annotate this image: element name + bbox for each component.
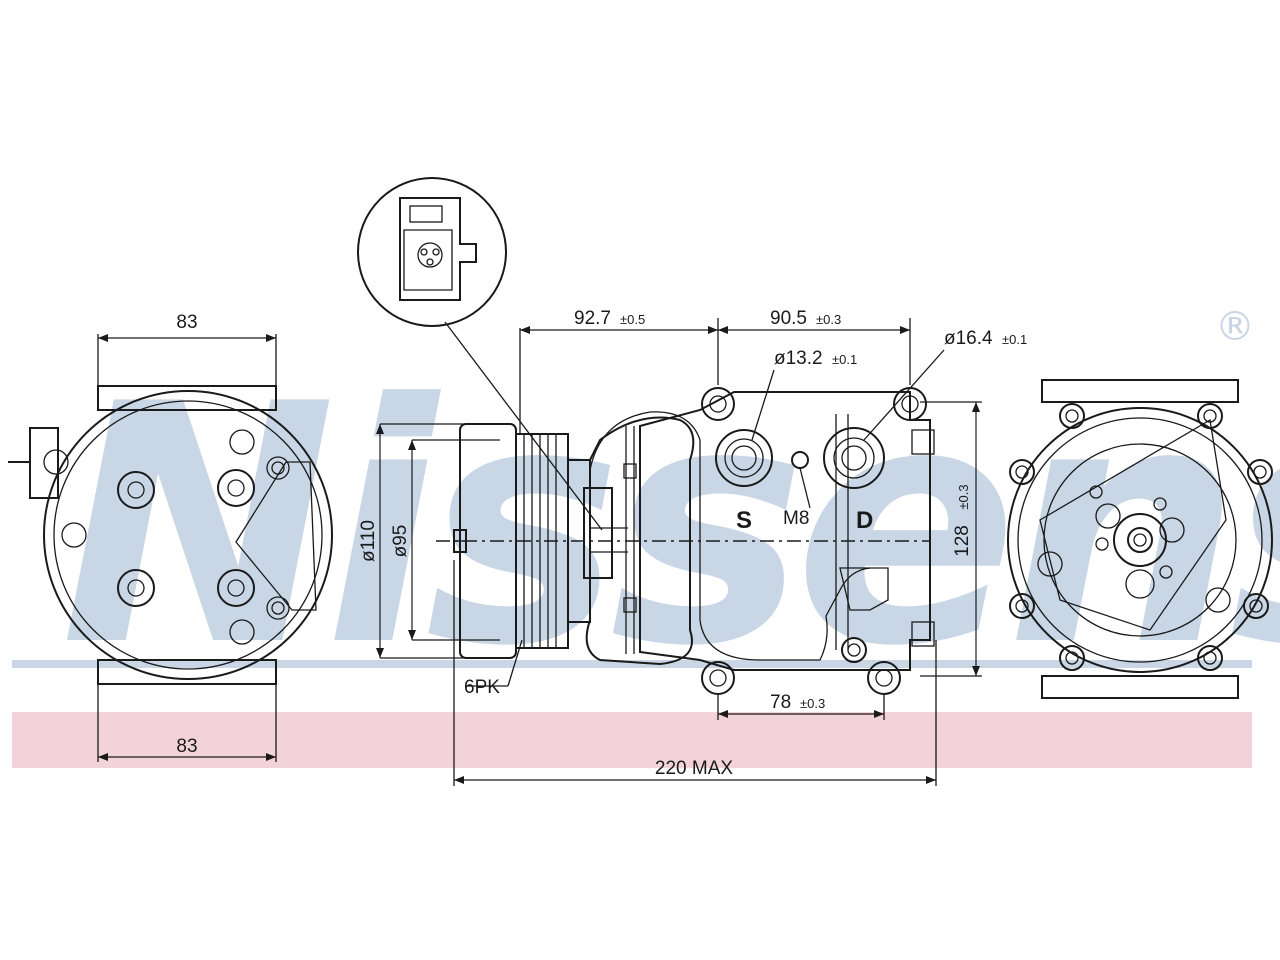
dim-left-bottom-width: 83	[176, 736, 197, 757]
dim-discharge-diameter-tol: ±0.1	[1002, 332, 1027, 347]
watermark-band	[12, 712, 1252, 768]
suction-port-label: S	[736, 507, 752, 534]
thread-label: M8	[783, 508, 809, 529]
dim-suction-offset: 92.7	[574, 308, 611, 329]
left-end-view: 83 83	[8, 312, 333, 762]
dim-pulley-groove: ø95	[390, 525, 411, 558]
dim-suction-diameter: ø13.2	[774, 348, 823, 369]
dim-discharge-diameter: ø16.4	[944, 328, 993, 349]
dim-mount-spacing-tol: ±0.3	[800, 696, 825, 711]
dim-suction-diameter-tol: ±0.1	[832, 352, 857, 367]
dim-overall-length: 220 MAX	[655, 758, 733, 779]
dim-suction-offset-tol: ±0.5	[620, 312, 645, 327]
discharge-port-label: D	[856, 507, 873, 534]
dim-port-spacing: 90.5	[770, 308, 807, 329]
belt-type-label: 6PK	[464, 677, 500, 698]
dim-mount-spacing: 78	[770, 692, 791, 713]
side-view: 92.7 ±0.5 90.5 ±0.3 ø13.2 ±0.1 ø16.4 ±0.…	[358, 308, 1027, 786]
right-end-view	[1007, 379, 1273, 699]
watermark-underline	[12, 660, 1252, 668]
registered-mark: ®	[1215, 304, 1255, 350]
dim-left-top-width: 83	[176, 312, 197, 333]
dim-mount-height-tol: ±0.3	[956, 484, 971, 509]
dim-pulley-outer: ø110	[358, 520, 379, 562]
dim-mount-height: 128	[952, 525, 973, 557]
connector-detail	[357, 177, 603, 531]
dim-port-spacing-tol: ±0.3	[816, 312, 841, 327]
